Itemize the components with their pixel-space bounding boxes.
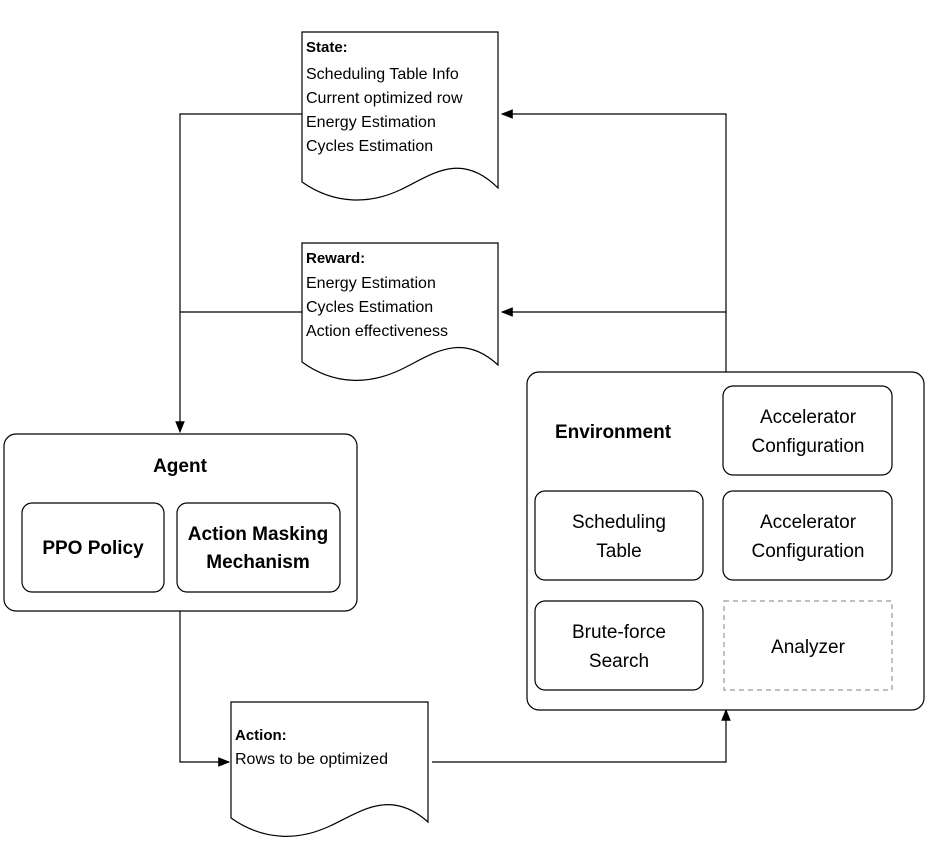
environment-block: Environment Accelerator Configuration Sc… (526, 371, 925, 711)
analyzer-box (723, 600, 893, 691)
scheduling-label-2: Table (596, 541, 641, 562)
reward-line-2: Cycles Estimation (306, 299, 433, 316)
scheduling-label-1: Scheduling (572, 512, 666, 533)
ppo-policy-label: PPO Policy (42, 538, 144, 559)
action-masking-box (176, 502, 341, 593)
accel-top-label-2: Configuration (751, 436, 864, 457)
brute-force-search-box (534, 600, 704, 691)
analyzer-label: Analyzer (771, 637, 846, 658)
accelerator-config-top-box (722, 385, 893, 476)
agent-to-action-arrow (179, 611, 231, 767)
environment-title: Environment (555, 422, 672, 443)
reward-heading: Reward: (306, 250, 365, 267)
state-heading: State: (306, 39, 348, 56)
connectors (175, 109, 731, 767)
accel-mid-label-2: Configuration (751, 541, 864, 562)
state-line-4: Cycles Estimation (306, 138, 433, 155)
state-line-2: Current optimized row (306, 90, 463, 107)
ppo-policy-box (21, 502, 165, 593)
agent-block: Agent PPO Policy Action Masking Mechanis… (3, 433, 358, 612)
action-heading: Action: (235, 727, 287, 744)
reward-line-3: Action effectiveness (306, 323, 448, 340)
accelerator-config-mid-box (722, 490, 893, 581)
env-to-state-arrow (500, 109, 727, 372)
action-line-1: Rows to be optimized (235, 751, 388, 768)
bruteforce-label-2: Search (589, 651, 649, 672)
reward-document: Reward: Energy Estimation Cycles Estimat… (301, 242, 499, 381)
action-document: Action: Rows to be optimized (230, 701, 429, 837)
accel-top-label-1: Accelerator (760, 407, 857, 428)
reward-line-1: Energy Estimation (306, 275, 436, 292)
state-line-1: Scheduling Table Info (306, 66, 459, 83)
agent-title: Agent (153, 456, 208, 477)
accel-mid-label-1: Accelerator (760, 512, 857, 533)
state-document: State: Scheduling Table Info Current opt… (301, 31, 499, 201)
state-to-agent-line (175, 113, 302, 434)
action-masking-label-2: Mechanism (206, 552, 309, 573)
scheduling-table-box (534, 490, 704, 581)
action-to-env-arrow (432, 708, 731, 763)
state-line-3: Energy Estimation (306, 114, 436, 131)
action-masking-label-1: Action Masking (188, 524, 328, 545)
bruteforce-label-1: Brute-force (572, 622, 666, 643)
